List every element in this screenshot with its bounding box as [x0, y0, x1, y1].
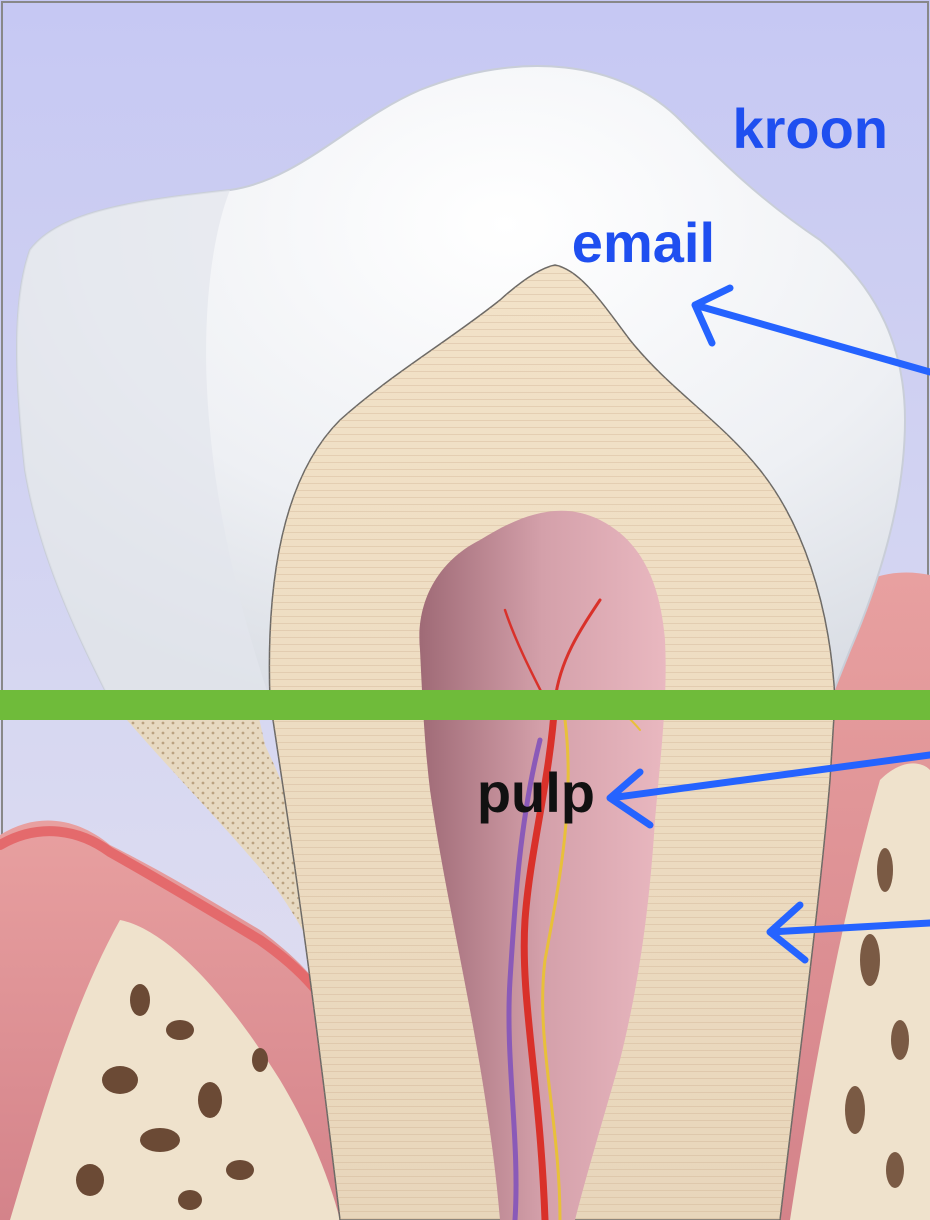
label-pulp: pulp	[477, 761, 595, 824]
label-enamel: email	[572, 211, 715, 274]
label-crown: kroon	[732, 97, 888, 160]
crown-root-divider	[0, 690, 930, 720]
